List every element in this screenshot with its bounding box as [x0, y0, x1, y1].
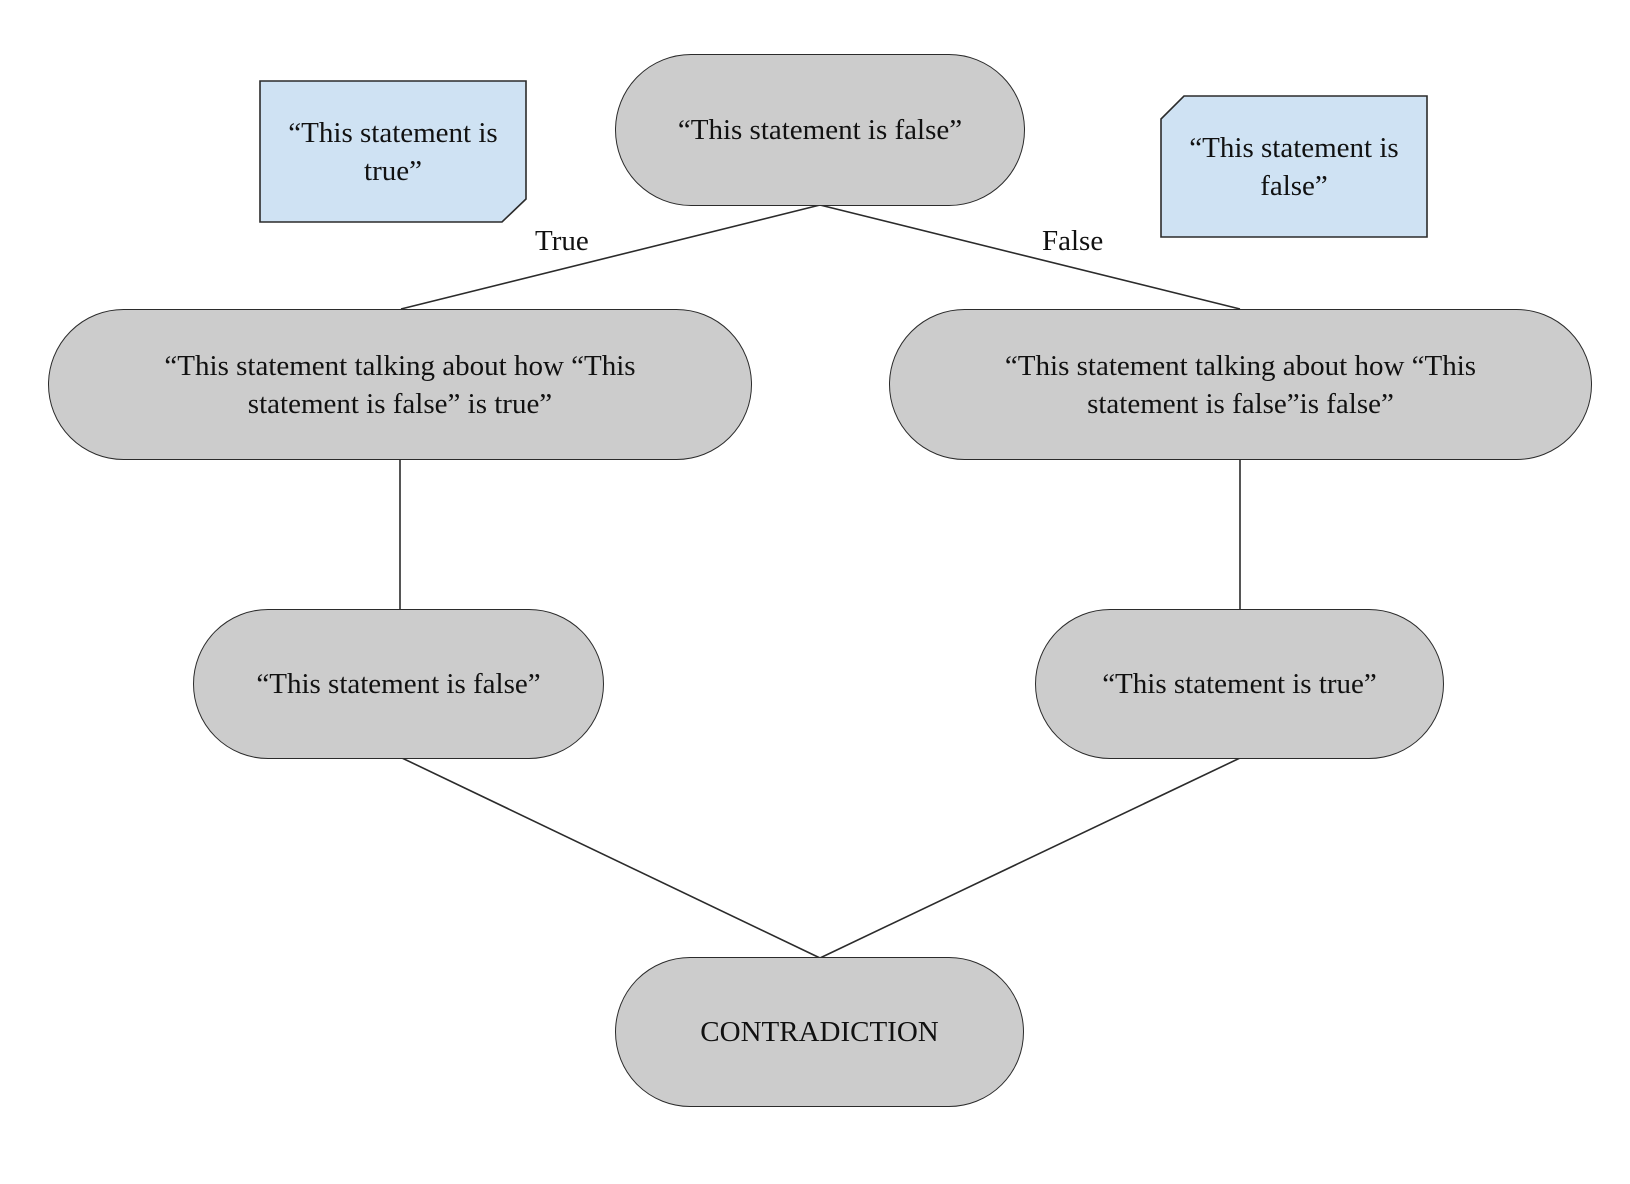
node-left-low-text: “This statement is false”	[256, 668, 541, 700]
node-left-low: “This statement is false”	[193, 609, 604, 759]
node-right-low-text: “This statement is true”	[1102, 668, 1377, 700]
note-right: “This statement is false”	[1160, 95, 1428, 238]
node-root: “This statement is false”	[615, 54, 1025, 206]
node-right-mid: “This statement talking about how “This …	[889, 309, 1592, 460]
edge-right-low-to-bottom	[819, 757, 1241, 959]
note-left-shape	[259, 80, 527, 223]
edge-left-low-to-bottom	[401, 757, 821, 959]
node-root-text: “This statement is false”	[677, 114, 963, 146]
node-contradiction: CONTRADICTION	[615, 957, 1024, 1107]
node-contradiction-text: CONTRADICTION	[700, 1016, 939, 1048]
node-right-mid-text: “This statement talking about how “This …	[1004, 349, 1477, 420]
edge-label-true: True	[535, 225, 589, 257]
note-left-text: “This statement is true”	[288, 116, 498, 187]
note-right-shape	[1160, 95, 1428, 238]
node-left-mid: “This statement talking about how “This …	[48, 309, 752, 460]
note-right-text: “This statement is false”	[1189, 131, 1399, 202]
edge-label-false: False	[1042, 225, 1104, 257]
edge-root-to-right-mid	[819, 204, 1241, 310]
edge-root-to-left-mid	[400, 204, 821, 310]
node-left-mid-text: “This statement talking about how “This …	[164, 349, 636, 420]
node-right-low: “This statement is true”	[1035, 609, 1444, 759]
note-left: “This statement is true”	[259, 80, 527, 223]
